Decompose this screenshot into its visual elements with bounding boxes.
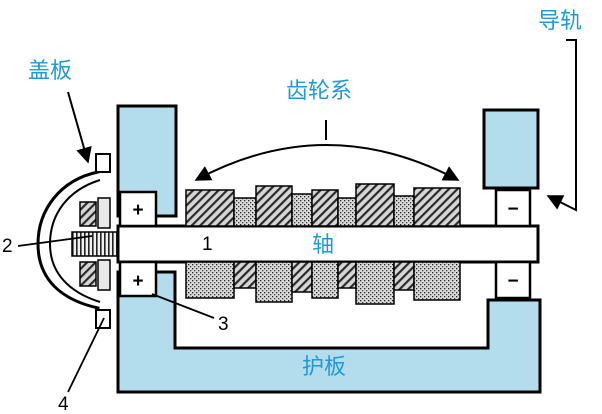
gear bbox=[185, 189, 235, 227]
gear bbox=[355, 261, 395, 305]
guide-rail-pointer bbox=[546, 39, 577, 212]
threaded-end bbox=[71, 231, 123, 257]
guide-rail-label: 导轨 bbox=[538, 9, 582, 34]
gear bbox=[393, 261, 415, 291]
terminal-plus-top bbox=[118, 190, 158, 228]
gear bbox=[393, 195, 415, 227]
gear bbox=[311, 189, 339, 227]
shaft bbox=[116, 224, 540, 264]
guard-plate bbox=[116, 270, 542, 394]
terminal-plus-bottom bbox=[118, 260, 158, 298]
callout-2: 2 bbox=[2, 236, 13, 257]
gear-train-label: 齿轮系 bbox=[286, 79, 352, 104]
terminal-minus-bottom bbox=[494, 260, 532, 300]
callout-4-line bbox=[67, 317, 105, 393]
gear bbox=[337, 197, 357, 227]
shaft-label: 轴 bbox=[312, 233, 334, 258]
callout-2-line bbox=[17, 235, 93, 247]
gear-train-arrow bbox=[194, 144, 460, 181]
gear bbox=[291, 193, 313, 227]
callout-1: 1 bbox=[202, 234, 213, 255]
plus-bottom-label: + bbox=[132, 271, 143, 292]
cover-plate-pointer bbox=[67, 91, 92, 164]
nut-top bbox=[79, 201, 97, 227]
callout-3-line bbox=[151, 293, 215, 319]
gear bbox=[233, 197, 257, 227]
gear bbox=[255, 261, 293, 303]
gear bbox=[291, 261, 313, 293]
minus-bottom-label: − bbox=[507, 271, 518, 292]
washer-bottom bbox=[97, 259, 111, 291]
plus-top-label: + bbox=[132, 200, 143, 221]
minus-top-label: − bbox=[507, 199, 518, 220]
gear bbox=[413, 261, 461, 301]
washer-top bbox=[97, 197, 111, 229]
gear bbox=[185, 261, 235, 299]
gear bbox=[311, 261, 339, 299]
gear bbox=[233, 261, 257, 289]
cover-plate-label: 盖板 bbox=[28, 59, 72, 84]
gear bbox=[337, 261, 357, 289]
cover-plate-flange-top bbox=[95, 153, 111, 173]
guide-rail-block bbox=[482, 108, 540, 190]
cover-plate-inner bbox=[48, 179, 101, 303]
gear bbox=[413, 187, 461, 227]
gear bbox=[355, 183, 395, 227]
nut-bottom bbox=[79, 261, 97, 287]
gear-train-lower bbox=[185, 261, 461, 305]
callout-3: 3 bbox=[218, 314, 229, 335]
callout-4: 4 bbox=[58, 394, 69, 414]
guard-plate-label: 护板 bbox=[302, 355, 346, 380]
gear bbox=[255, 185, 293, 227]
gear-train-upper bbox=[185, 183, 461, 227]
terminal-minus-top bbox=[494, 188, 532, 228]
